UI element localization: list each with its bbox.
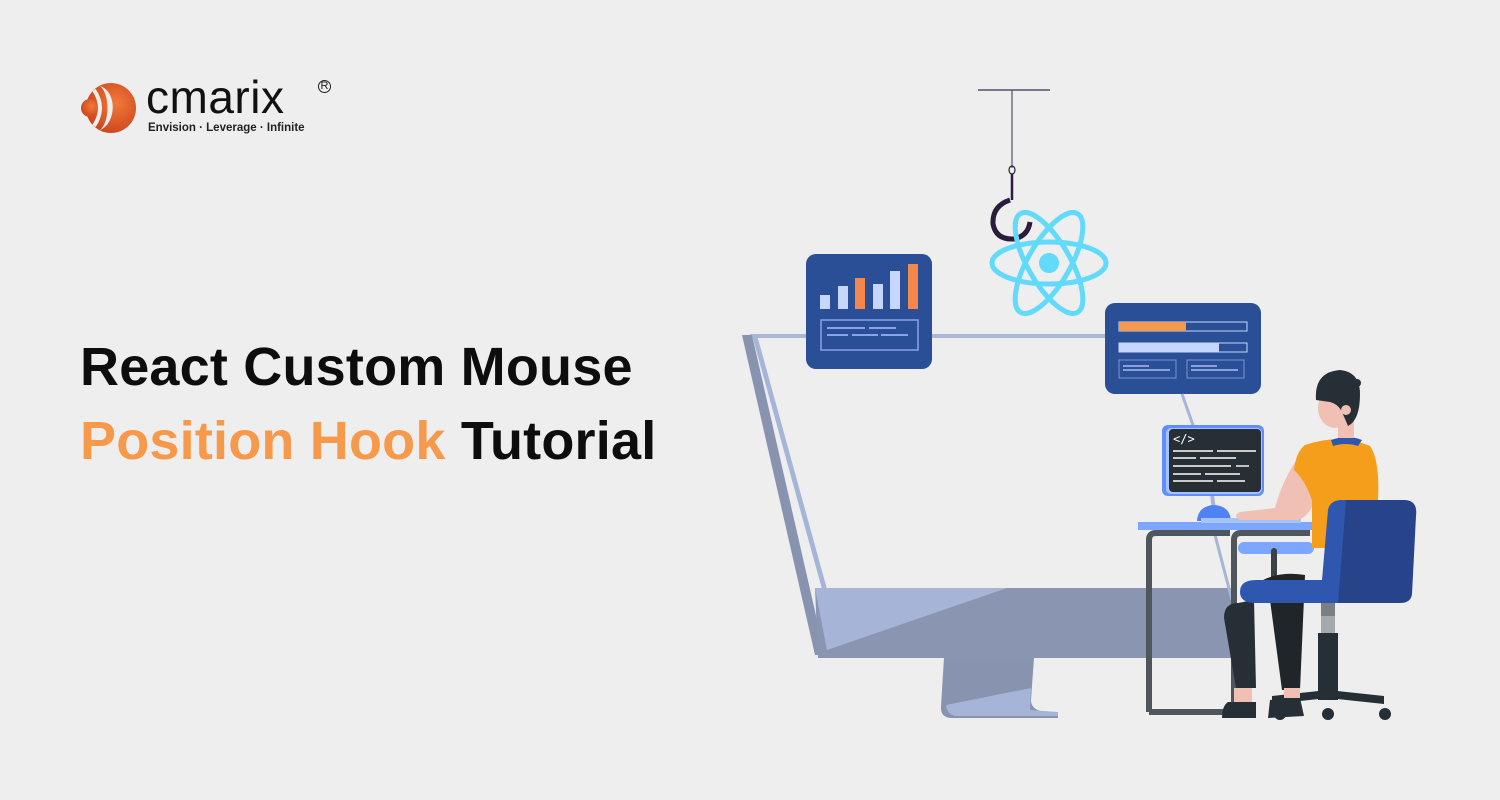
hook-icon [978, 89, 1050, 242]
office-chair-seat [1240, 500, 1417, 603]
code-tag-text: </> [1173, 432, 1195, 446]
bar-chart-card [806, 254, 932, 369]
cmarix-logo: cmarix R Envision · Leverage · Infinite [80, 71, 340, 140]
code-monitor: </> [1162, 425, 1301, 523]
brand-tagline: Envision · Leverage · Infinite [148, 122, 305, 134]
title-rest: Tutorial [460, 411, 657, 471]
desk [1138, 522, 1313, 715]
office-chair [1238, 542, 1391, 720]
cmarix-orb-icon [81, 83, 136, 133]
title-accent: Position Hook [80, 411, 446, 471]
desktop-monitor [742, 334, 1235, 718]
title-line-2: Position Hook Tutorial [80, 404, 656, 478]
title-line-1: React Custom Mouse [80, 337, 633, 397]
registered-mark: R [318, 80, 331, 93]
react-logo-icon [989, 210, 1109, 316]
page-title: React Custom Mouse Position Hook Tutoria… [80, 330, 656, 478]
brand-name: cmarix [146, 71, 285, 123]
progress-card [1105, 303, 1261, 429]
